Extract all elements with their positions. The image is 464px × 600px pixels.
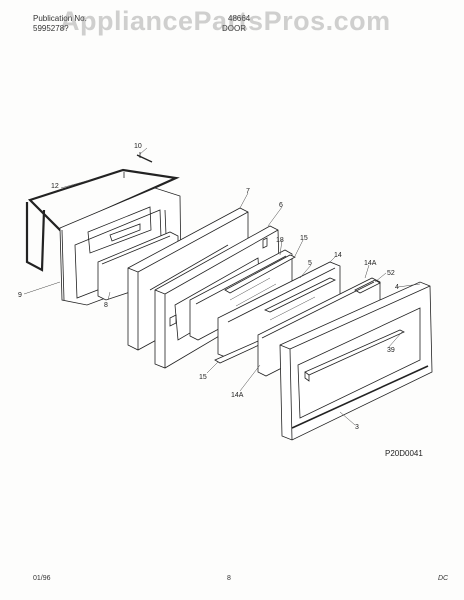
callout-14A-bottom: 14A bbox=[231, 392, 244, 399]
callout-14: 14 bbox=[334, 252, 342, 259]
callout-4: 4 bbox=[395, 284, 399, 291]
publication-number: 5995278? bbox=[33, 24, 69, 33]
callout-15-top: 15 bbox=[300, 235, 308, 242]
bottom-trim-part-3 bbox=[291, 365, 429, 429]
callout-52: 52 bbox=[387, 270, 395, 277]
callout-14A-top: 14A bbox=[364, 260, 377, 267]
publication-label: Publication No. bbox=[33, 14, 87, 23]
callout-6: 6 bbox=[279, 202, 283, 209]
gasket-part-12 bbox=[25, 168, 180, 272]
trim-rail-part-15-top bbox=[224, 254, 296, 294]
callout-10: 10 bbox=[134, 143, 142, 150]
model-number: 48664 bbox=[228, 14, 251, 23]
footer-date: 01/96 bbox=[33, 575, 51, 582]
callout-7: 7 bbox=[246, 188, 250, 195]
footer-initials: DC bbox=[438, 575, 449, 582]
footer-page-number: 8 bbox=[227, 575, 231, 582]
callout-9: 9 bbox=[18, 292, 22, 299]
callout-8: 8 bbox=[104, 302, 108, 309]
callout-3: 3 bbox=[355, 424, 359, 431]
bracket-part-52 bbox=[354, 279, 381, 294]
section-title: DOOR bbox=[222, 24, 246, 33]
callout-39: 39 bbox=[387, 347, 395, 354]
callout-5: 5 bbox=[308, 260, 312, 267]
handle-part-39 bbox=[304, 329, 405, 382]
leader-lines bbox=[23, 147, 421, 426]
screw-part-10 bbox=[136, 152, 153, 163]
callout-18: 18 bbox=[276, 237, 284, 244]
diagram-code: P20D0041 bbox=[385, 449, 423, 458]
callout-15-bottom: 15 bbox=[199, 374, 207, 381]
spacer-part-5 bbox=[264, 277, 336, 313]
watermark: AppliancePartsPros.com bbox=[60, 6, 391, 36]
outer-door-part-4 bbox=[279, 281, 433, 441]
callout-12: 12 bbox=[51, 183, 59, 190]
